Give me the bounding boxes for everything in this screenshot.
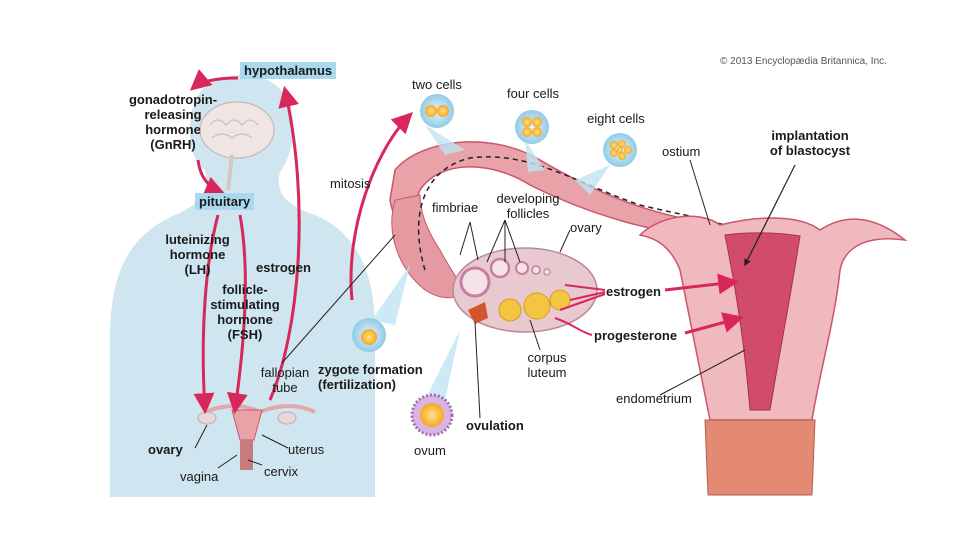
estrogen-right-arrow [664, 273, 740, 295]
ovary-progesterone-line [554, 317, 593, 336]
body-silhouette [110, 74, 375, 497]
label-lh: luteinizing hormone (LH) [165, 232, 230, 277]
brain-folds [209, 119, 259, 139]
estrogen-feedback-arrow [268, 85, 301, 401]
label-ovum: ovum [414, 443, 446, 458]
label-eight-cells: eight cells [587, 111, 645, 126]
zygote-bubble [352, 265, 410, 352]
label-progesterone: progesterone [594, 328, 678, 343]
gnrh-arrow [189, 69, 239, 91]
label-zygote-formation: zygote formation (fertilization) [318, 362, 423, 392]
corpus-luteum-group [498, 289, 571, 322]
label-ovary-left: ovary [148, 442, 183, 457]
small-reproductive-organs [197, 404, 316, 470]
brain-illustration [199, 101, 275, 159]
pituitary-stalk [226, 154, 234, 191]
ovulation-rupture [468, 302, 488, 324]
label-implantation: implantation of blastocyst [769, 128, 851, 158]
label-fimbriae: fimbriae [432, 200, 479, 215]
label-mitosis: mitosis [330, 176, 371, 191]
label-vagina: vagina [180, 469, 219, 484]
leader-lines [194, 159, 746, 469]
eight-cells-bubble [575, 133, 637, 195]
label-estrogen-right: estrogen [606, 284, 661, 299]
mitosis-arrow [349, 112, 413, 301]
cervix-right [704, 419, 816, 496]
label-uterus: uterus [288, 442, 325, 457]
implantation-arrow [744, 164, 796, 267]
fsh-arrow [226, 214, 248, 415]
progesterone-arrow [684, 312, 745, 335]
label-two-cells: two cells [412, 77, 462, 92]
two-cells-bubble [420, 94, 465, 155]
label-cervix: cervix [264, 464, 298, 479]
developing-follicles-group [459, 257, 551, 298]
ovary-estrogen-lines [559, 284, 606, 311]
label-ostium: ostium [662, 144, 701, 159]
label-estrogen-left: estrogen [256, 260, 311, 275]
label-fallopian-tube: fallopian tube [260, 365, 310, 395]
label-four-cells: four cells [507, 86, 560, 101]
label-corpus-luteum: corpus luteum [527, 350, 567, 380]
label-gnrh: gonadotropin- releasing hormone (GnRH) [128, 92, 218, 152]
ovum-bubble [410, 330, 460, 437]
label-pituitary: pituitary [195, 193, 255, 210]
label-developing-follicles: developing follicles [496, 191, 560, 221]
gnrh-to-pituitary-arrow [196, 159, 226, 197]
lh-arrow [193, 214, 220, 415]
fertilization-route [417, 156, 745, 271]
label-ovulation: ovulation [466, 418, 524, 433]
label-endometrium: endometrium [616, 391, 692, 406]
four-cells-bubble [515, 110, 549, 172]
label-fsh: follicle- stimulating hormone (FSH) [210, 282, 280, 342]
label-ovary-right: ovary [570, 220, 602, 235]
copyright-notice: © 2013 Encyclopædia Britannica, Inc. [720, 56, 887, 67]
label-hypothalamus: hypothalamus [240, 62, 337, 79]
